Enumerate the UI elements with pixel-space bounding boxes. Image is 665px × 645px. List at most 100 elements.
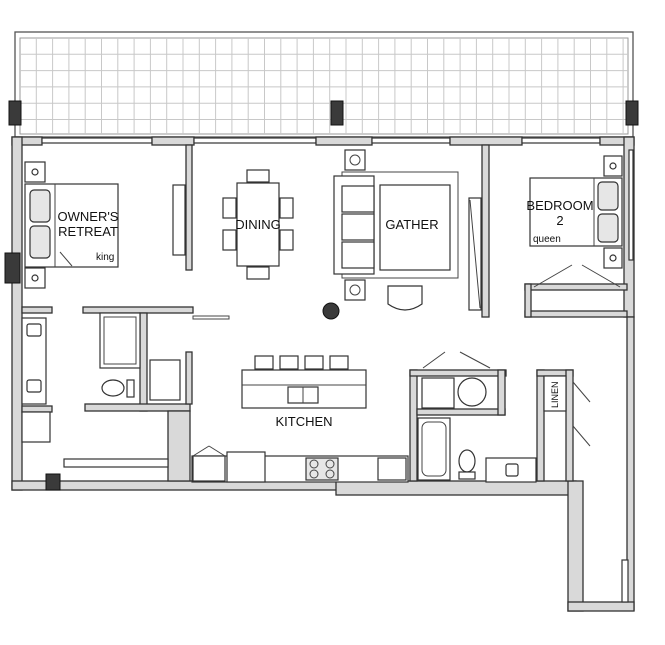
stool [329,355,349,370]
door-swing [208,445,226,457]
owners-bath [21,312,181,443]
wall-closet-left [21,405,53,413]
gather-label: GATHER [385,217,438,232]
dining-label: DINING [235,217,281,232]
tub-seat [149,359,181,401]
lamp-icon [31,168,39,176]
terrace-column [8,100,22,126]
door-swing [469,199,481,309]
wall-top [315,136,373,146]
pillow [597,213,619,243]
sofa-cushion [341,241,375,269]
burner-icon [325,469,335,479]
dining-area: DINING [222,169,340,320]
lamp-icon [609,162,617,170]
bathtub [417,417,451,481]
refrigerator [226,451,266,483]
lamp-icon [609,254,617,262]
wall-bath-top [21,306,53,314]
wall-bath [82,306,194,314]
chair [246,266,270,280]
lamp-icon [349,154,361,166]
closet-shelf [21,411,51,443]
chair [279,197,294,219]
blanket-fold [59,251,73,267]
stool [279,355,299,370]
corner-column [45,473,61,491]
coffee-table [379,184,451,271]
terrace [8,31,639,138]
window-top [41,137,153,144]
terrace-railing [19,37,629,135]
wall-hall-bath-mid [416,408,506,416]
door-swing [192,445,210,457]
window-right [628,149,634,261]
hall-bath: LINEN [417,375,567,483]
bedroom2-bed-size-label: queen [533,234,561,245]
owners-bed-size-label: king [96,252,114,263]
lamp-icon [349,284,361,296]
toilet-tank [458,471,476,480]
wall-top [449,136,523,146]
dishwasher [377,457,407,481]
stool [254,355,274,370]
lamp-icon [31,274,39,282]
bathtub-basin [421,421,447,477]
door-swing [572,425,591,447]
stool [304,355,324,370]
chair [279,229,294,251]
door-swing [572,381,591,403]
wall-closet [167,410,191,482]
wall-hall-bath-r [497,369,506,416]
dryer [457,377,487,407]
side-table [344,149,366,171]
wall-hall-bath-top [409,369,507,377]
wall-bath-bottom [84,403,191,412]
wall-partition-br2 [481,144,490,318]
wall-partition [185,144,193,271]
burner-icon [309,459,319,469]
chair [246,169,270,183]
window-top [371,137,451,144]
chair [222,197,237,219]
wall-top [151,136,195,146]
terrace-column [330,100,344,126]
door-swing [533,264,573,288]
wall-bottom-right [567,480,584,612]
pillow [597,181,619,211]
wall-bath-v2 [185,351,193,405]
structural-column [322,302,340,320]
wall-linen-r [565,369,574,482]
door-swing [459,351,491,369]
sink-icon [26,323,42,337]
wall-bottom-step [335,480,577,496]
exterior-walls [4,136,635,612]
bedroom2-label-2: 2 [556,213,563,228]
owners-retreat-label-2: RETREAT [58,224,118,239]
side-table [344,279,366,301]
wall-br2-closet [524,283,628,291]
wall-bath-v [139,312,148,412]
door-bath [192,315,230,320]
door-swing [581,264,621,288]
terrace-column [625,100,639,126]
wall-linen [536,369,545,482]
sofa-cushion [341,185,375,213]
sink-icon [26,379,42,393]
toilet-icon [101,379,125,397]
window-top [521,137,601,144]
cooktop [305,457,339,481]
chair [222,229,237,251]
wall-br2-closet-side [524,283,532,318]
closet-rod [63,458,169,468]
owners-retreat-label-1: OWNER'S [58,209,119,224]
sink-icon [505,463,519,477]
kitchen-label: KITCHEN [275,414,332,429]
dining-table [236,182,280,267]
pillow [29,189,51,223]
interior-walls [21,144,628,482]
shower-base [103,316,137,365]
bedroom-2: BEDROOM 2 queen [526,155,623,269]
sofa-cushion [341,213,375,241]
